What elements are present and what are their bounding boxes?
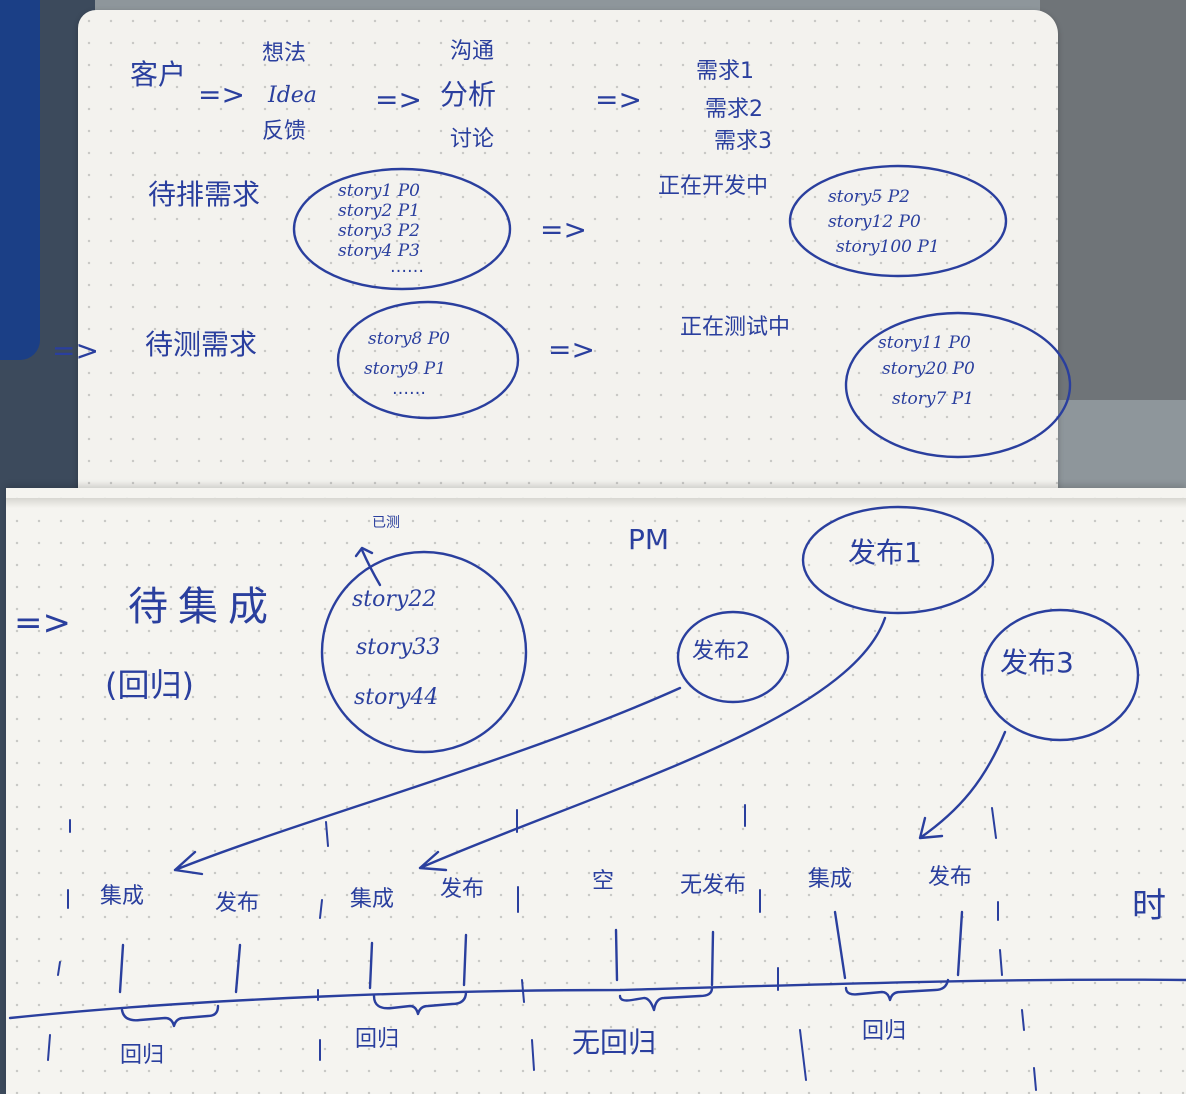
integration-story-circle [320, 550, 528, 754]
pending-story-circle [292, 167, 512, 291]
timeline-event-integrate-3: 集成 [808, 867, 853, 892]
release1-label: 发布1 [848, 536, 922, 569]
row4-lead-arrow: => [14, 603, 71, 643]
timeline-event-release-3: 发布 [928, 865, 973, 890]
developing-story-2: story12 P0 [828, 212, 921, 232]
release1-pointer [418, 616, 887, 872]
integration-label: 待集成 [128, 584, 278, 630]
process-analyze: 分析 [440, 78, 497, 111]
desk-surface [1040, 0, 1186, 400]
timeline-event-empty: 空 [592, 869, 615, 894]
requirement-1: 需求1 [696, 59, 754, 84]
client-label: 客户 [130, 58, 187, 91]
notebook-page-bottom [6, 488, 1186, 1094]
row1-arrow-3: => [595, 83, 642, 116]
pending-story-1: story1 P0 [338, 181, 420, 201]
release2-pointer [173, 686, 682, 876]
pending-story-3: story3 P2 [338, 221, 420, 241]
timeline-event-ticks [118, 910, 964, 994]
testing-label: 正在测试中 [680, 315, 791, 340]
process-discuss: 讨论 [450, 127, 495, 152]
row2-arrow: => [540, 213, 587, 246]
release3-bubble [980, 608, 1140, 742]
row3-arrow: => [548, 333, 595, 366]
tested-arrow [354, 546, 382, 587]
testing-story-circle [844, 311, 1072, 459]
row3-lead-arrow: => [52, 334, 99, 367]
test-story-2: story9 P1 [364, 359, 446, 379]
notebook-page-top [78, 10, 1058, 510]
test-requirements-label: 待测需求 [145, 328, 258, 361]
pm-label: PM [628, 523, 670, 556]
row1-arrow-1: => [198, 78, 245, 111]
release3-pointer [918, 730, 1007, 840]
regression-braces [120, 978, 950, 1028]
integration-story-3: story44 [354, 685, 439, 710]
row1-arrow-2: => [375, 83, 422, 116]
testing-story-1: story11 P0 [878, 333, 971, 353]
integration-story-2: story33 [356, 635, 441, 660]
lanyard-cable [0, 0, 40, 360]
bracket-regression-3: 回归 [862, 1019, 907, 1044]
bracket-no-regression: 无回归 [572, 1026, 657, 1059]
developing-story-1: story5 P2 [828, 187, 910, 207]
developing-story-circle [788, 164, 1008, 278]
pending-story-2: story2 P1 [338, 201, 420, 221]
timeline-event-integrate-1: 集成 [100, 884, 145, 909]
timeline-dividers [47, 804, 1037, 1091]
timeline-time-label: 时 [1132, 886, 1166, 926]
timeline-event-no-release: 无发布 [680, 873, 747, 898]
developing-story-3: story100 P1 [836, 237, 940, 257]
timeline-event-integrate-2: 集成 [350, 887, 395, 912]
release3-label: 发布3 [1000, 646, 1074, 679]
input-feedback: 反馈 [262, 119, 307, 144]
bracket-regression-1: 回归 [120, 1043, 165, 1068]
release2-label: 发布2 [692, 639, 750, 664]
test-ellipsis: …… [392, 379, 426, 399]
requirement-2: 需求2 [705, 97, 763, 122]
timeline-event-release-2: 发布 [440, 877, 485, 902]
integration-sublabel: (回归) [105, 666, 194, 704]
testing-story-2: story20 P0 [882, 359, 975, 379]
page-fold [6, 498, 1186, 508]
pending-story-4: story4 P3 [338, 241, 420, 261]
timeline-event-release-1: 发布 [215, 891, 260, 916]
release1-bubble [801, 505, 995, 615]
timeline-axis [8, 978, 1186, 1020]
developing-label: 正在开发中 [658, 174, 769, 199]
release2-bubble [676, 610, 790, 704]
requirement-3: 需求3 [714, 129, 772, 154]
test-story-circle [336, 300, 520, 420]
input-idea: Idea [268, 83, 317, 108]
process-communicate: 沟通 [450, 39, 495, 64]
tested-tag: 已测 [372, 515, 400, 531]
pending-ellipsis: …… [390, 257, 424, 277]
integration-story-1: story22 [352, 587, 437, 612]
input-thought: 想法 [262, 41, 307, 66]
test-story-1: story8 P0 [368, 329, 450, 349]
testing-story-3: story7 P1 [892, 389, 974, 409]
bracket-regression-2: 回归 [355, 1027, 400, 1052]
pending-requirements-label: 待排需求 [148, 178, 261, 211]
